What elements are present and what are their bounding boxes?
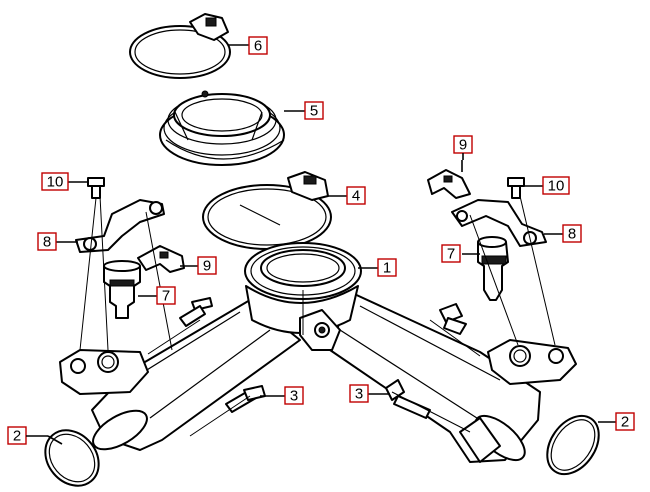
callout-3-left-label: 3: [290, 388, 298, 405]
fuel-rail-bracket-right: [451, 199, 547, 247]
callout-4: 4: [346, 186, 366, 205]
callout-6-label: 6: [254, 38, 262, 55]
callout-1: 1: [377, 258, 397, 277]
callout-1-label: 1: [383, 260, 391, 277]
callout-7-right-label: 7: [447, 246, 455, 263]
callout-5: 5: [304, 101, 324, 120]
o-ring-right: [546, 414, 600, 476]
callout-6: 6: [248, 36, 268, 55]
callout-3-right: 3: [349, 384, 369, 403]
fuel-rail-bracket-left: [75, 199, 165, 253]
intake-manifold: [59, 242, 577, 463]
callout-7-left-label: 7: [162, 288, 170, 305]
hose-clamp-lower: [202, 171, 332, 250]
callout-8-right-label: 8: [568, 226, 576, 243]
bolt-left: [87, 177, 105, 199]
retaining-clip-right: [427, 169, 471, 199]
callout-9-right-label: 9: [459, 137, 467, 154]
callout-8-right: 8: [562, 224, 582, 243]
callout-10-right: 10: [542, 176, 570, 195]
callout-7-right: 7: [441, 244, 461, 263]
stud-right: [385, 303, 467, 419]
callout-9-right: 9: [453, 135, 473, 160]
retaining-clip-left: [137, 245, 185, 273]
hose-clamp-top: [129, 13, 231, 79]
callout-3-right-label: 3: [355, 386, 363, 403]
leader-lines: [47, 44, 616, 445]
injector-left: [103, 260, 141, 319]
callout-7-left: 7: [156, 286, 176, 305]
callout-10-left-label: 10: [47, 174, 64, 191]
callout-2-left: 2: [7, 426, 48, 445]
callout-5-label: 5: [310, 103, 318, 120]
callout-2-right: 2: [615, 412, 635, 431]
callout-10-right-label: 10: [548, 178, 565, 195]
callout-9-left: 9: [197, 256, 217, 275]
bolt-right: [507, 177, 525, 199]
callout-3-left: 3: [284, 386, 304, 405]
callout-10-left: 10: [41, 172, 69, 191]
intake-boot: [159, 90, 285, 166]
callout-4-label: 4: [352, 188, 360, 205]
callout-2-right-label: 2: [621, 414, 629, 431]
o-ring-left: [44, 429, 100, 487]
injector-right: [477, 236, 509, 301]
callout-8-left: 8: [37, 232, 57, 251]
callout-9-left-label: 9: [203, 258, 211, 275]
callout-8-left-label: 8: [43, 234, 51, 251]
callout-2-left-label: 2: [13, 428, 21, 445]
